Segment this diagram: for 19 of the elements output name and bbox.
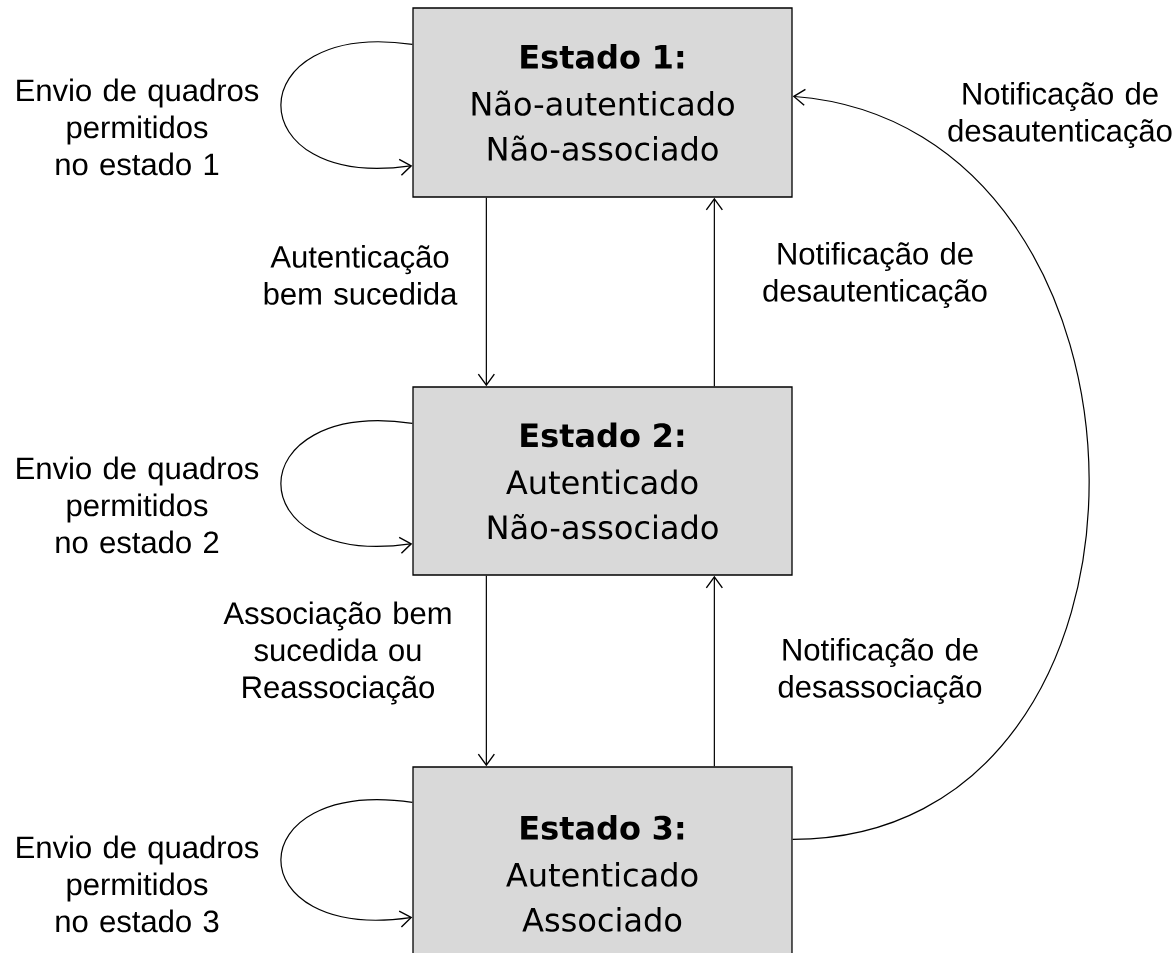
edge-label: Notificação de desautenticação: [948, 81, 1172, 148]
edge-label: Envio de quadros permitidos no estado 1: [17, 78, 259, 176]
edge-label: Notificação de desassociação: [778, 637, 982, 704]
loop-arrow: [280, 41, 413, 176]
state-box: Estado 3: Autenticado Associado: [412, 766, 793, 953]
loop-arrow: [280, 799, 413, 928]
edge-label: Autenticação bem sucedida: [264, 245, 458, 305]
state-box: Estado 2: Autenticado Não-associado: [412, 386, 793, 576]
edge-label: Notificação de desautenticação: [763, 241, 987, 308]
edge-label: Envio de quadros permitidos no estado 2: [17, 456, 259, 554]
arrow: [705, 575, 724, 767]
edge-label: Associação bem sucedida ou Reassociação: [223, 601, 451, 705]
arrow: [477, 197, 496, 387]
arrow: [705, 197, 724, 387]
loop-arrow: [280, 420, 413, 554]
edge-label: Envio de quadros permitidos no estado 3: [17, 835, 259, 933]
arrow: [477, 575, 496, 767]
curved-arrow: [792, 88, 1090, 840]
state-box: Estado 1: Não-autenticado Não-associado: [412, 7, 793, 198]
